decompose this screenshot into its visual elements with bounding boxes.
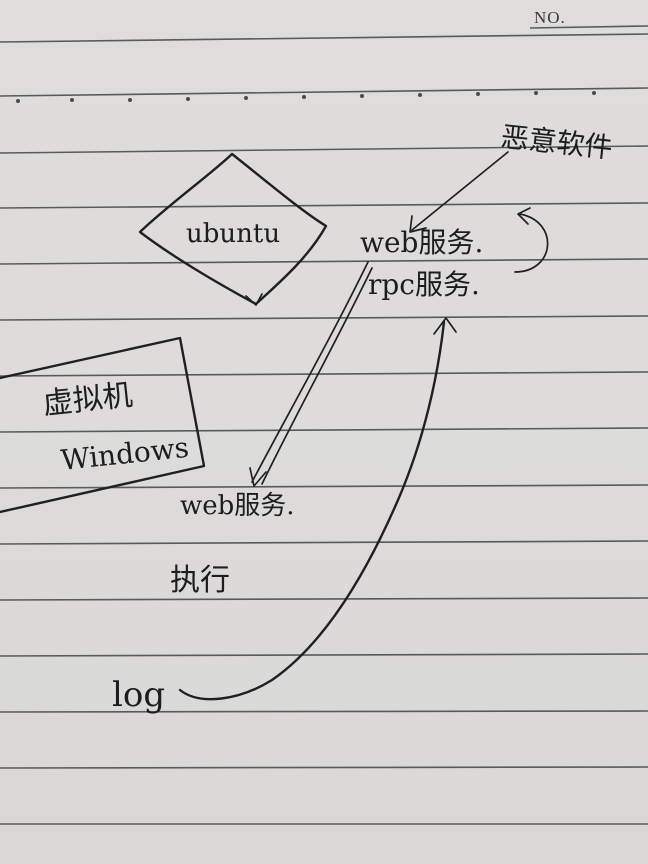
- log-to-rpc-arrowhead: [433, 317, 457, 335]
- rpc-service-label: rpc服务.: [368, 268, 480, 301]
- diamond-arrowhead: [245, 293, 263, 306]
- malicious-software-label: 恶意软件: [499, 120, 614, 165]
- connector-line-b: [261, 267, 373, 485]
- log-label: log: [112, 675, 165, 715]
- loop-arrow: [514, 213, 549, 273]
- log-to-rpc-arrow: [178, 320, 446, 701]
- web-service-bottom-label: web服务.: [180, 491, 295, 521]
- dotted-header-line: [16, 91, 596, 103]
- no-label: NO.: [534, 8, 566, 27]
- ubuntu-label: ubuntu: [186, 219, 280, 249]
- vm-box-shape: [0, 336, 206, 514]
- loop-arrowhead: [517, 207, 531, 225]
- execute-label: 执行: [170, 563, 230, 598]
- web-service-top-label: web服务.: [360, 226, 483, 259]
- arrowhead-malicious: [409, 215, 427, 233]
- ruled-lines: [0, 33, 648, 825]
- arrow-malicious-to-web: [411, 151, 509, 231]
- connector-line-a: [251, 261, 369, 483]
- windows-label: Windows: [59, 431, 190, 477]
- vm-title-label: 虚拟机: [41, 378, 134, 422]
- connector-arrowhead: [249, 467, 267, 487]
